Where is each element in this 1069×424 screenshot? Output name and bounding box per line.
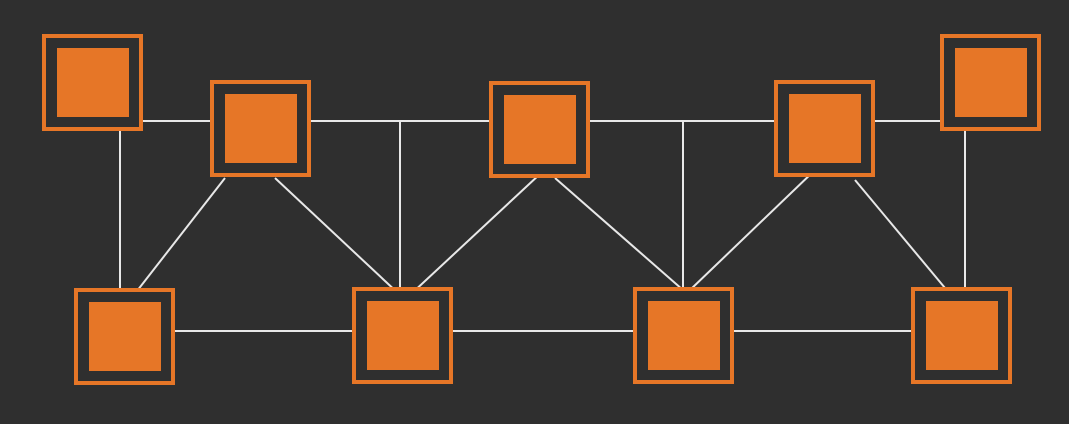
node-n8 bbox=[633, 287, 734, 384]
edge-line bbox=[129, 177, 226, 301]
node-n2 bbox=[210, 80, 311, 177]
node-square bbox=[648, 301, 720, 370]
node-square bbox=[789, 94, 861, 163]
node-square bbox=[926, 301, 998, 370]
node-n3 bbox=[489, 81, 590, 178]
node-square bbox=[225, 94, 297, 163]
node-n1 bbox=[42, 34, 143, 131]
edge-line bbox=[274, 177, 401, 296]
edge-line bbox=[409, 173, 541, 296]
node-n9 bbox=[911, 287, 1012, 384]
edge-line bbox=[554, 177, 684, 291]
node-square bbox=[955, 48, 1027, 117]
node-square bbox=[504, 95, 576, 164]
node-n4 bbox=[774, 80, 875, 177]
node-square bbox=[57, 48, 129, 117]
node-n5 bbox=[940, 34, 1041, 131]
edge-line bbox=[689, 169, 816, 291]
node-n7 bbox=[352, 287, 453, 384]
node-square bbox=[89, 302, 161, 371]
edge-line bbox=[854, 179, 956, 301]
node-square bbox=[367, 301, 439, 370]
node-n6 bbox=[74, 288, 175, 385]
